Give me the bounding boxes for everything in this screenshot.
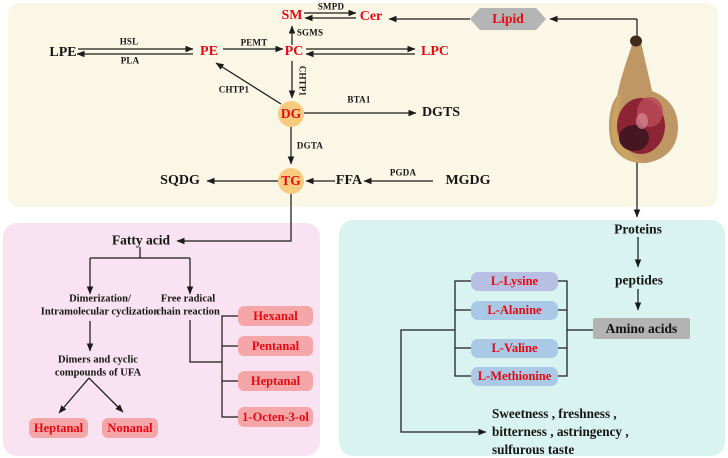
dimerization-label: Dimerization/ Intramolecular cyclization	[41, 294, 160, 319]
product-box-heptanal-right: Heptanal	[238, 371, 313, 391]
node-mgdg: MGDG	[445, 173, 491, 188]
node-ffa: FFA	[335, 173, 363, 188]
enzyme-pemt: PEMT	[240, 37, 268, 48]
amino-box-l-valine: L-Valine	[471, 339, 558, 358]
enzyme-chtp1-pc-dg: CHTP1	[297, 65, 308, 97]
amino-box-l-lysine: L-Lysine	[471, 272, 558, 291]
taste-line-3: sulfurous taste	[492, 442, 575, 457]
enzyme-dgta: DGTA	[296, 140, 324, 151]
node-lpc: LPC	[421, 44, 449, 59]
node-dgts: DGTS	[421, 105, 461, 120]
node-lpe: LPE	[49, 45, 77, 60]
enzyme-hsl: HSL	[119, 36, 139, 47]
node-cer: Cer	[359, 9, 383, 24]
node-dg-circle: DG	[278, 101, 304, 127]
free-radical-line2: chain reaction	[156, 306, 220, 317]
free-radical-label: Free radical chain reaction	[156, 294, 220, 319]
dimers-line1: Dimers and cyclic	[58, 354, 138, 366]
enzyme-pgda: PGDA	[389, 167, 417, 178]
enzyme-pla: PLA	[120, 55, 140, 66]
taste-line-1: Sweetness , freshness ,	[492, 406, 617, 421]
taste-line-2: bitterness , astringency ,	[492, 424, 629, 439]
enzyme-bta1: BTA1	[347, 94, 371, 105]
dimers-line2: compounds of UFA	[54, 367, 142, 378]
node-sqdg: SQDG	[160, 173, 200, 188]
product-box-1-octen-3-ol: 1-Octen-3-ol	[238, 407, 313, 427]
product-box-nonanal: Nonanal	[102, 418, 158, 438]
amino-acids-box: Amino acids	[593, 318, 690, 339]
dimerization-line2: Intramolecular cyclization	[40, 306, 160, 317]
node-tg-circle: TG	[278, 168, 304, 194]
proteins-label: Proteins	[614, 221, 662, 237]
enzyme-chtp1-dg-pe: CHTP1	[218, 84, 250, 95]
enzyme-sgms: SGMS	[296, 27, 324, 38]
node-sm: SM	[281, 8, 303, 23]
node-pc: PC	[284, 44, 304, 59]
amino-box-l-alanine: L-Alanine	[471, 301, 558, 320]
node-lipid-hexagon: Lipid	[470, 8, 546, 30]
enzyme-smpd: SMPD	[317, 1, 345, 12]
fatty-acid-title: Fatty acid	[111, 232, 171, 248]
product-box-pentanal: Pentanal	[238, 336, 313, 356]
product-box-heptanal-left: Heptanal	[29, 418, 88, 438]
product-box-hexanal: Hexanal	[238, 306, 313, 326]
amino-box-l-methionine: L-Methionine	[471, 367, 558, 386]
node-pe: PE	[200, 44, 218, 59]
peptides-label: peptides	[614, 272, 664, 288]
free-radical-line1: Free radical	[160, 293, 216, 305]
dimerization-line1: Dimerization/	[69, 293, 131, 305]
lipid-pathway-panel	[8, 3, 718, 207]
dimers-ufa-label: Dimers and cyclic compounds of UFA	[55, 355, 141, 380]
